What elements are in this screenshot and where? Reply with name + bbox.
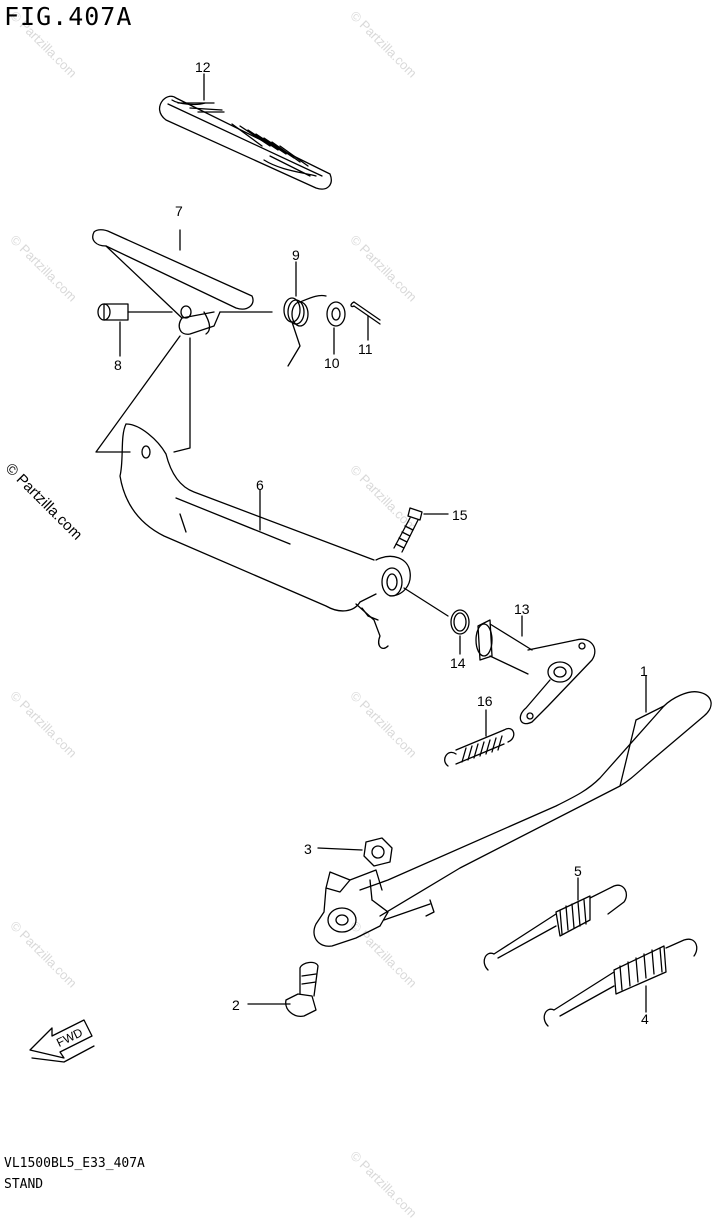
section-name: STAND xyxy=(4,1177,44,1192)
part-15-bolt xyxy=(393,507,449,553)
leader-line xyxy=(95,335,181,453)
part-1-side-stand xyxy=(359,675,712,921)
figure-title: FIG.407A xyxy=(4,2,133,31)
part-12-footrest-rubber xyxy=(158,73,332,190)
part-10-washer xyxy=(326,301,346,355)
callout-15: 15 xyxy=(452,507,468,523)
callout-12: 12 xyxy=(195,59,211,75)
fwd-arrow-icon: FWD xyxy=(29,1019,95,1063)
stand-bracket xyxy=(313,869,389,947)
callout-3: 3 xyxy=(304,841,312,857)
callout-8: 8 xyxy=(114,357,122,373)
figure-code: VL1500BL5_E33_407A xyxy=(4,1156,145,1171)
part-13-shaft xyxy=(475,615,596,725)
part-16-spring xyxy=(444,709,515,767)
callout-10: 10 xyxy=(324,355,340,371)
part-7-footrest-bracket xyxy=(92,229,273,335)
callout-11: 11 xyxy=(358,341,373,357)
callout-5: 5 xyxy=(574,863,582,879)
part-8-pin xyxy=(97,303,173,357)
callout-9: 9 xyxy=(292,247,300,263)
callout-1: 1 xyxy=(640,663,648,679)
callout-7: 7 xyxy=(175,203,183,219)
part-14-circlip xyxy=(450,609,470,655)
callout-2: 2 xyxy=(232,997,240,1013)
part-5-spring xyxy=(483,877,628,971)
part-6-footrest-arm xyxy=(119,423,449,650)
part-4-spring xyxy=(543,938,698,1027)
part-2-bolt xyxy=(247,961,319,1017)
callout-13: 13 xyxy=(514,601,530,617)
part-9-spring xyxy=(283,261,327,367)
part-11-cotter-pin xyxy=(350,301,381,341)
part-3-nut xyxy=(317,837,393,867)
callout-14: 14 xyxy=(450,655,466,671)
callout-6: 6 xyxy=(256,477,264,493)
leader-line xyxy=(173,337,191,453)
callout-16: 16 xyxy=(477,693,493,709)
callout-4: 4 xyxy=(641,1011,649,1027)
